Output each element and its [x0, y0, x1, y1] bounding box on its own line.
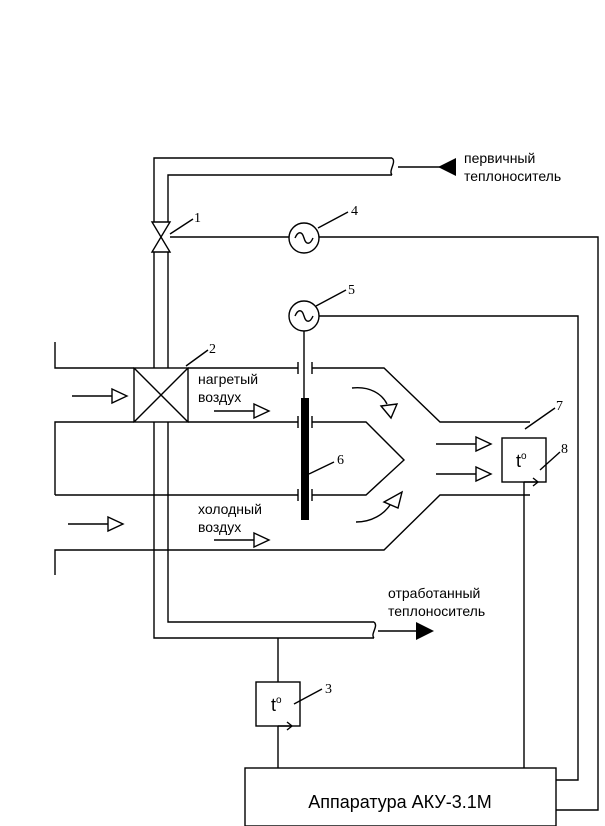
drive-4 — [288, 222, 320, 254]
return-pipe — [153, 422, 434, 640]
drive-5 — [288, 300, 320, 332]
curved-arrow-lower-icon — [355, 490, 404, 523]
primary-carrier-label-1: первичный — [464, 150, 535, 166]
mix-arrow-2-icon — [436, 465, 493, 483]
cold-air-arrow-icon — [214, 531, 271, 549]
damper — [301, 398, 309, 520]
spent-carrier-label-2: теплоноситель — [388, 603, 485, 619]
heated-air-arrow-icon — [214, 402, 271, 420]
label-6: 6 — [337, 453, 344, 468]
label-8: 8 — [561, 442, 568, 457]
label-3: 3 — [325, 682, 332, 697]
supply-pipe — [153, 157, 456, 222]
callout-numbers: 1 2 3 4 5 6 7 8 — [194, 204, 568, 697]
label-2: 2 — [209, 342, 216, 357]
supply-arrow-icon — [438, 158, 456, 176]
temperature-sensor-3: to — [255, 681, 301, 731]
spent-carrier-label-1: отработанный — [388, 585, 480, 601]
flow-arrows — [68, 387, 493, 549]
inlet-lower-arrow-icon — [68, 515, 125, 533]
heat-exchanger — [133, 367, 189, 423]
inlet-upper-arrow-icon — [72, 387, 129, 405]
heated-air-label-1: нагретый — [198, 371, 258, 387]
cold-air-label-2: воздух — [198, 519, 241, 535]
air-ducts — [54, 342, 530, 575]
equipment-label: Аппаратура АКУ-3.1М — [308, 792, 492, 812]
temperature-sensor-8: to — [501, 437, 547, 487]
cold-air-label-1: холодный — [198, 501, 262, 517]
label-1: 1 — [194, 211, 201, 226]
return-arrow-icon — [416, 622, 434, 640]
equipment-box — [244, 767, 557, 826]
label-7: 7 — [556, 399, 563, 414]
curved-arrow-upper-icon — [351, 387, 399, 420]
label-4: 4 — [351, 204, 358, 219]
pipe-valve-to-exchanger — [153, 252, 169, 368]
text-labels: первичный теплоноситель нагретый воздух … — [198, 150, 561, 812]
svg-text:to: to — [271, 695, 282, 715]
primary-carrier-label-2: теплоноситель — [464, 168, 561, 184]
heated-air-label-2: воздух — [198, 389, 241, 405]
valve-1 — [150, 221, 172, 253]
svg-text:to: to — [516, 451, 527, 471]
mix-arrow-1-icon — [436, 435, 493, 453]
leader-lines — [169, 211, 561, 705]
control-wires — [170, 236, 599, 811]
label-5: 5 — [348, 283, 355, 298]
